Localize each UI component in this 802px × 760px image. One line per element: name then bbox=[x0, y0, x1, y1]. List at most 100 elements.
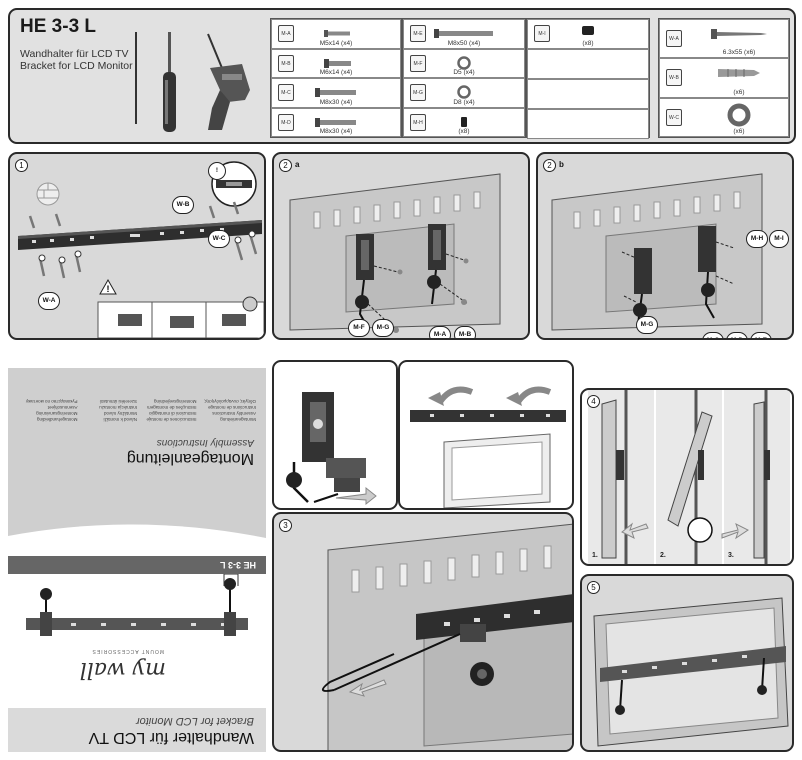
part-cell: M-A M5x14 (x4) bbox=[271, 19, 401, 49]
bracket-latch-drawing bbox=[286, 392, 377, 506]
part-bag-icon: W-A bbox=[666, 30, 682, 47]
language-item: Monteringsanvisning bbox=[36, 411, 78, 416]
step-number: 3 bbox=[279, 519, 292, 532]
callout-w-a: W-A bbox=[38, 292, 60, 310]
part-label: (x6) bbox=[733, 127, 745, 135]
part-label: 6.3x55 (x6) bbox=[722, 49, 756, 57]
callout-m-e: M-E bbox=[750, 332, 772, 338]
spacer-icon bbox=[461, 116, 467, 127]
language-list: Montageanleitung Instrucciones de montaj… bbox=[18, 398, 256, 422]
language-item: Assembly Instructions bbox=[212, 411, 256, 416]
svg-text:!: ! bbox=[107, 284, 110, 294]
callout-m-a: M-A bbox=[429, 326, 451, 338]
parts-column-2: M-E M8x50 (x4) M-F D5 (x4) M-G D8 (x4) M… bbox=[402, 18, 526, 138]
part-cell: W-C (x6) bbox=[659, 97, 789, 137]
part-label: M5x14 (x4) bbox=[319, 39, 353, 47]
cap-icon bbox=[582, 26, 594, 35]
monitor-back-drawing bbox=[551, 173, 763, 331]
sub-step-label: 2. bbox=[660, 552, 666, 559]
language-item: Montážny návod bbox=[103, 411, 137, 416]
callout-w-c: W-C bbox=[208, 230, 230, 248]
step-number: 1 bbox=[15, 159, 28, 172]
callout-m-g: M-G bbox=[636, 316, 658, 334]
parts-header-panel: HE 3-3 L Wandhalter für LCD TV Bracket f… bbox=[8, 8, 796, 144]
booklet-title: Wandhalter für LCD TV bbox=[88, 729, 254, 746]
bracket-left bbox=[356, 234, 374, 280]
screwdriver-icon bbox=[163, 32, 176, 132]
step-4-panel: 4 1. 2. 3. bbox=[580, 388, 794, 566]
part-label: D8 (x4) bbox=[453, 98, 475, 106]
warning-triangle-icon bbox=[99, 278, 117, 295]
part-cell: M-F D5 (x4) bbox=[403, 48, 525, 78]
booklet-guide-subtitle: Assembly Instructions bbox=[156, 437, 254, 448]
screw-m8-icon bbox=[315, 117, 356, 127]
screw-m8-long-icon bbox=[434, 29, 493, 38]
parts-column-1: M-A M5x14 (x4) M-B M6x14 (x4) M-C M8x30 … bbox=[270, 18, 402, 138]
part-cell: M-G D8 (x4) bbox=[403, 78, 525, 108]
booklet-guide-title: Montageanleitung bbox=[126, 450, 254, 467]
mounted-monitor-drawing bbox=[593, 597, 789, 747]
parts-column-3: M-I (x8) bbox=[526, 18, 650, 139]
part-bag-icon: M-I bbox=[534, 25, 550, 42]
part-label: M8x30 (x4) bbox=[319, 128, 353, 135]
description-de: Wandhalter für LCD TV bbox=[20, 48, 129, 60]
part-cell: M-H (x8) bbox=[403, 107, 525, 137]
part-label: (x8) bbox=[582, 40, 594, 47]
language-item: Руководство по монтажу bbox=[25, 399, 78, 404]
empty-cell bbox=[527, 79, 649, 109]
language-item: Asennusohjeet bbox=[47, 405, 78, 410]
step-sub-label: b bbox=[559, 160, 564, 169]
part-label: (x8) bbox=[458, 128, 470, 135]
booklet-rail-illustration bbox=[26, 573, 248, 636]
parts-column-4: W-A 6.3x55 (x6) W-B (x6) W-C (x6) bbox=[658, 18, 790, 138]
step-1-panel: 1 ! bbox=[8, 152, 266, 340]
language-item: Οδηγίες συναρμολόγησης bbox=[204, 399, 256, 404]
language-item: Instruções de montagem bbox=[146, 405, 197, 410]
wall-plug-icon bbox=[718, 69, 761, 78]
part-bag-icon: M-D bbox=[278, 113, 294, 131]
part-bag-icon: M-H bbox=[410, 113, 426, 131]
part-bag-icon: W-B bbox=[666, 69, 682, 87]
step-3-detail-left bbox=[272, 360, 398, 510]
part-label: M8x30 (x4) bbox=[319, 98, 353, 106]
callout-m-f: M-F bbox=[348, 319, 370, 337]
hang-monitor-drawing bbox=[410, 386, 566, 508]
language-item: Montageanleitung bbox=[220, 417, 256, 422]
tools-illustration bbox=[163, 32, 250, 132]
callout-m-b: M-B bbox=[454, 326, 476, 338]
callout-m-i: M-I bbox=[769, 230, 789, 248]
part-cell: M-I (x8) bbox=[527, 19, 649, 49]
step-2a-panel: 2 a M-A M-B M-F M-G bbox=[272, 152, 530, 340]
step-5-panel: 5 bbox=[580, 574, 794, 752]
empty-cell bbox=[527, 109, 649, 139]
description-en: Bracket for LCD Monitor bbox=[20, 60, 133, 72]
step-number: 5 bbox=[587, 581, 600, 594]
screw-m5-icon bbox=[324, 30, 350, 37]
wood-screw-icon bbox=[711, 29, 768, 39]
part-bag-icon: M-A bbox=[278, 25, 294, 42]
step-2b-panel: 2 b M-H M-I M-G M-C M-D M-E bbox=[536, 152, 794, 340]
sub-step-label: 3. bbox=[728, 552, 734, 559]
side-view-drawing bbox=[588, 390, 790, 564]
exclamation-badge: ! bbox=[208, 162, 226, 180]
step-number: 2 bbox=[279, 159, 292, 172]
language-item: Szerelési útmutató bbox=[99, 399, 137, 404]
part-cell: W-A 6.3x55 (x6) bbox=[659, 19, 789, 59]
bracket-right bbox=[428, 224, 446, 270]
part-label: M8x50 (x4) bbox=[447, 39, 481, 47]
part-cell: W-B (x6) bbox=[659, 58, 789, 98]
part-cell: M-D M8x30 (x4) bbox=[271, 107, 401, 137]
washer-icon bbox=[457, 55, 471, 70]
header-divider bbox=[135, 32, 137, 124]
monitor-back-drawing bbox=[289, 173, 501, 333]
part-label: (x6) bbox=[733, 88, 745, 96]
step-number: 2 bbox=[543, 159, 556, 172]
warning-strip: ! bbox=[97, 278, 264, 338]
booklet-model-code: HE 3-3 L bbox=[8, 556, 266, 574]
part-cell: M-E M8x50 (x4) bbox=[403, 19, 525, 49]
step-3-panel: 3 bbox=[272, 512, 574, 752]
drill-icon bbox=[207, 33, 250, 130]
brand-tagline: MOUNT ACCESSORIES bbox=[91, 648, 164, 654]
step-sub-label: a bbox=[295, 160, 300, 169]
part-cell: M-B M6x14 (x4) bbox=[271, 48, 401, 78]
